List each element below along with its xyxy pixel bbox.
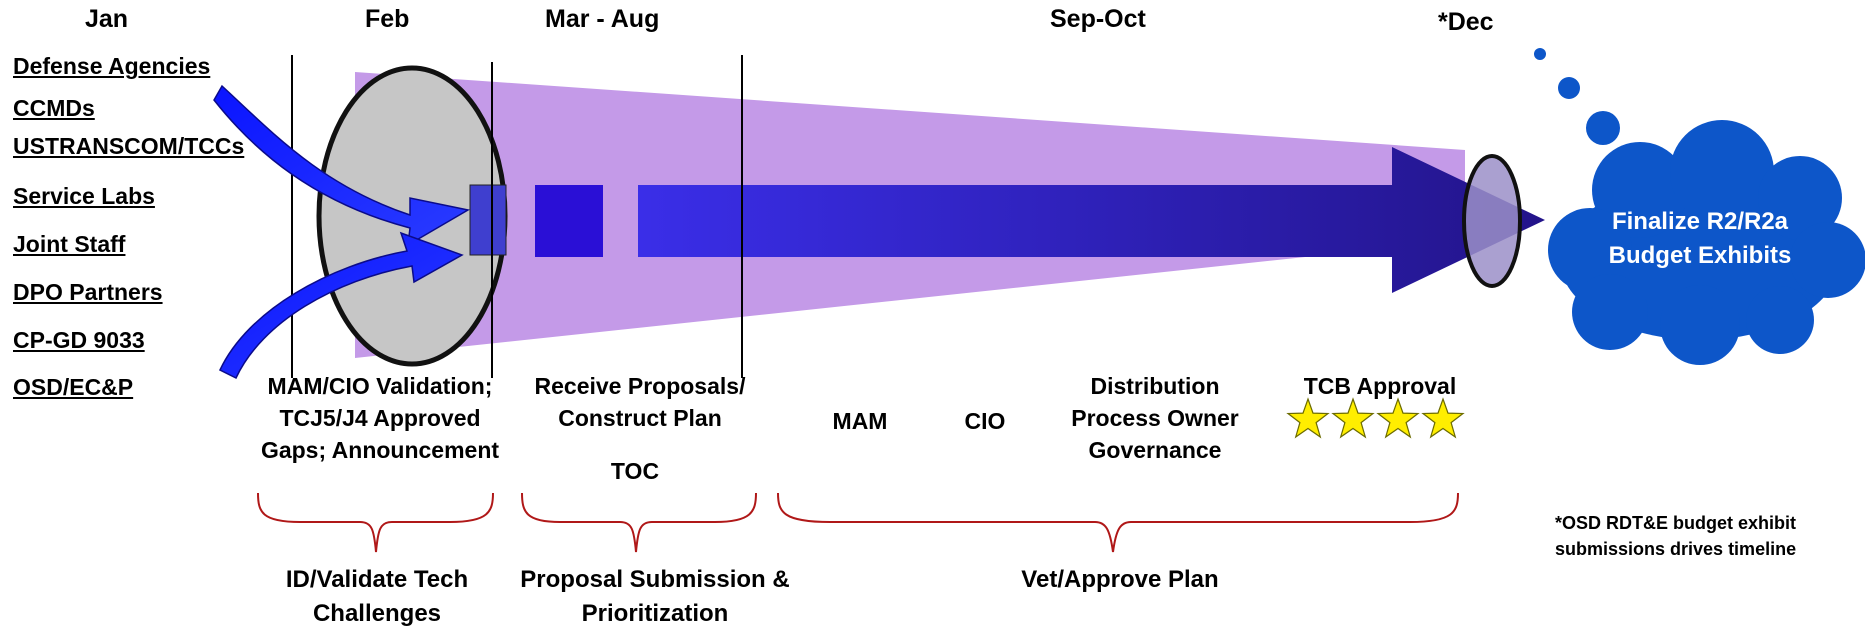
thought-bubble-large bbox=[1586, 111, 1620, 145]
cloud-shape bbox=[1548, 120, 1865, 365]
star-icon bbox=[1376, 397, 1420, 439]
month-mar-aug: Mar - Aug bbox=[545, 5, 660, 33]
footnote: *OSD RDT&E budget exhibit submissions dr… bbox=[1555, 510, 1796, 562]
step-toc: TOC bbox=[610, 458, 660, 484]
intake-block bbox=[469, 184, 507, 256]
footnote-line-1: *OSD RDT&E budget exhibit bbox=[1555, 513, 1797, 533]
star-icon bbox=[1421, 397, 1465, 439]
source-arrow-upper bbox=[213, 84, 471, 247]
phase-proposal: Proposal Submission & Prioritization bbox=[520, 566, 790, 627]
end-ellipse bbox=[1462, 154, 1522, 288]
process-block bbox=[535, 185, 603, 257]
step-cio: CIO bbox=[964, 408, 1006, 434]
thought-bubble-small bbox=[1534, 48, 1546, 60]
cloud-label: Finalize R2/R2a Budget Exhibits bbox=[1575, 205, 1825, 273]
month-jan: Jan bbox=[85, 5, 129, 33]
step-mam: MAM bbox=[832, 408, 888, 434]
brace-proposal bbox=[521, 492, 757, 553]
cloud-line-2: Budget Exhibits bbox=[1608, 242, 1792, 269]
source-defense-agencies[interactable]: Defense Agencies bbox=[13, 53, 211, 79]
brace-vet bbox=[777, 492, 1459, 553]
source-ustranscom[interactable]: USTRANSCOM/TCCs bbox=[13, 133, 245, 159]
thought-bubble-medium bbox=[1558, 77, 1580, 99]
step-distribution-governance: Distribution Process Owner Governance bbox=[1071, 373, 1239, 463]
step-receive-proposals: Receive Proposals/ Construct Plan bbox=[534, 373, 746, 431]
main-process-arrow bbox=[638, 147, 1545, 293]
source-osd-ecp[interactable]: OSD/EC&P bbox=[13, 374, 134, 400]
month-dec: *Dec bbox=[1438, 8, 1494, 36]
source-joint-staff[interactable]: Joint Staff bbox=[13, 231, 126, 257]
star-icon bbox=[1286, 397, 1330, 439]
phase-validate: ID/Validate Tech Challenges bbox=[285, 566, 469, 627]
approval-stars bbox=[1286, 397, 1465, 439]
brace-validate bbox=[257, 492, 494, 553]
step-validation: MAM/CIO Validation; TCJ5/J4 Approved Gap… bbox=[260, 373, 500, 463]
source-cp-gd-9033[interactable]: CP-GD 9033 bbox=[13, 327, 145, 353]
cloud-line-1: Finalize R2/R2a bbox=[1611, 208, 1789, 235]
step-tcb-approval: TCB Approval bbox=[1303, 373, 1457, 399]
source-arrow-lower bbox=[219, 231, 464, 380]
star-icon bbox=[1331, 397, 1375, 439]
phase-vet: Vet/Approve Plan bbox=[1021, 566, 1219, 593]
source-ccmds[interactable]: CCMDs bbox=[13, 95, 95, 121]
source-service-labs[interactable]: Service Labs bbox=[13, 183, 155, 209]
source-dpo-partners[interactable]: DPO Partners bbox=[13, 279, 163, 305]
month-feb: Feb bbox=[365, 5, 410, 33]
month-sep-oct: Sep-Oct bbox=[1050, 5, 1146, 33]
footnote-line-2: submissions drives timeline bbox=[1555, 539, 1797, 559]
